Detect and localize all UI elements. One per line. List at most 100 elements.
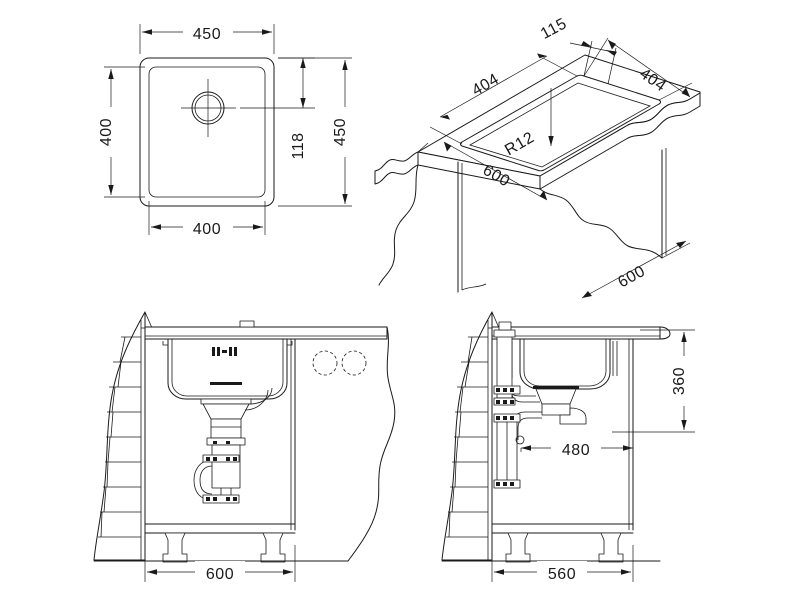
hatch — [510, 400, 514, 404]
drain-hole-inner-circle — [194, 94, 222, 122]
dim-line — [607, 39, 691, 98]
brick-head-joint — [111, 386, 116, 413]
sink-rim-outline — [139, 57, 275, 207]
dim-label-600-front: 600 — [206, 566, 234, 583]
overflow-seg — [212, 347, 215, 356]
trap-bend-inner — [199, 465, 213, 495]
brick-head-joint — [464, 361, 470, 388]
arrowhead-top — [108, 69, 114, 79]
dim-label-560-side: 560 — [548, 566, 576, 583]
arrowhead-bottom — [300, 98, 306, 108]
overflow-pipe-2 — [244, 389, 269, 411]
brick-head-joint — [110, 411, 114, 438]
overflow-slot — [212, 347, 237, 356]
hatch — [213, 497, 217, 501]
dim-label-450-right: 450 — [332, 118, 349, 146]
arrowhead-leader — [548, 136, 554, 146]
brick-head-joint — [454, 461, 457, 488]
ext-line-a — [583, 40, 593, 77]
arrowhead-tr — [537, 53, 547, 59]
arrowhead-bottom — [342, 194, 348, 204]
dim-label-404-left: 404 — [469, 71, 502, 100]
wall-break-left — [93, 311, 146, 561]
dim-line — [581, 240, 687, 299]
hatch — [496, 482, 500, 486]
side-standpipe-collar-top — [493, 329, 516, 338]
dim-label-400-bottom: 400 — [193, 221, 221, 238]
arrowhead-bl — [440, 114, 450, 120]
arrowhead-right — [262, 29, 272, 35]
cabinet-leg-left — [162, 532, 188, 563]
arrowhead-bottom — [681, 420, 687, 430]
side-wall-break-left — [441, 311, 493, 561]
side-drain-grid — [533, 386, 579, 389]
cabinet-inner-back-line — [461, 283, 487, 291]
dim-label-360-side: 360 — [671, 367, 688, 395]
brick-head-joint — [107, 436, 111, 463]
waste-body — [202, 403, 250, 420]
hatch — [226, 497, 230, 501]
brick-head-joint — [455, 436, 459, 463]
side-waste-body — [535, 388, 577, 405]
trap-collar-mid — [202, 454, 240, 463]
dim-label-bg — [673, 356, 695, 406]
side-trap-hatch — [496, 388, 514, 486]
brick-head-joint — [467, 336, 473, 363]
trap-collar-hatch — [206, 441, 237, 501]
dim-label-bg — [100, 107, 122, 157]
arrowhead-left — [147, 569, 157, 575]
side-cabinet-leg-right — [598, 532, 624, 563]
arrowhead-left — [151, 224, 161, 230]
view-isometric: 115 404 404 R12 — [374, 15, 701, 299]
brick-head-joint — [459, 386, 464, 413]
arrowhead-br — [539, 190, 547, 200]
brick-head-joint — [451, 486, 455, 513]
cabinet-break-right — [539, 188, 663, 259]
arrowhead-bottom — [108, 185, 114, 195]
overflow-seg — [222, 350, 227, 353]
view-front-elevation: 600 — [93, 311, 396, 583]
arrowhead-left — [521, 445, 531, 451]
front-sink-bowl — [167, 338, 288, 400]
brick-head-joint — [106, 461, 109, 488]
overflow-seg — [229, 347, 232, 356]
hatch — [206, 497, 210, 501]
dim-label-600-right: 600 — [615, 263, 648, 292]
side-sink-bowl-inner — [523, 339, 607, 387]
ext-line-a — [583, 37, 609, 77]
arrowhead-right — [283, 569, 293, 575]
arrowhead-tr — [676, 241, 686, 248]
ext-line-b — [658, 82, 693, 101]
cabinet-leg-right — [260, 532, 286, 563]
arrowhead-left — [142, 29, 152, 35]
tap-boss — [239, 320, 255, 328]
hatch — [503, 388, 507, 392]
cabinet-break-left — [378, 164, 419, 286]
arrowhead-tl — [608, 40, 616, 50]
sink-clip-right — [287, 341, 293, 346]
ext-line-a — [429, 126, 463, 145]
dim-label-450-top: 450 — [193, 26, 221, 43]
dim-560-side: 560 — [491, 545, 634, 583]
hatch — [503, 400, 507, 404]
hatch — [233, 457, 237, 461]
sink-clip-left — [162, 341, 168, 346]
side-waste-outlet — [541, 403, 571, 416]
front-worktop-slab — [144, 326, 388, 340]
arrowhead-top — [300, 58, 306, 68]
dim-400-bottom: 400 — [148, 201, 266, 238]
arrowhead-tl — [444, 142, 452, 152]
dim-600-right-iso: 600 — [581, 240, 691, 299]
trap-outlet-tail — [220, 488, 232, 495]
arrowhead-right — [621, 569, 631, 575]
hatch — [206, 457, 210, 461]
trap-upper-body — [211, 444, 241, 489]
cutout-inner-ledge — [469, 82, 651, 168]
brick-pattern — [98, 336, 141, 538]
dim-450-top: 450 — [139, 21, 275, 54]
worktop-break-left — [374, 151, 419, 185]
hidden-hole-left — [312, 350, 338, 376]
brick-head-joint — [458, 411, 462, 438]
hatch — [213, 457, 217, 461]
